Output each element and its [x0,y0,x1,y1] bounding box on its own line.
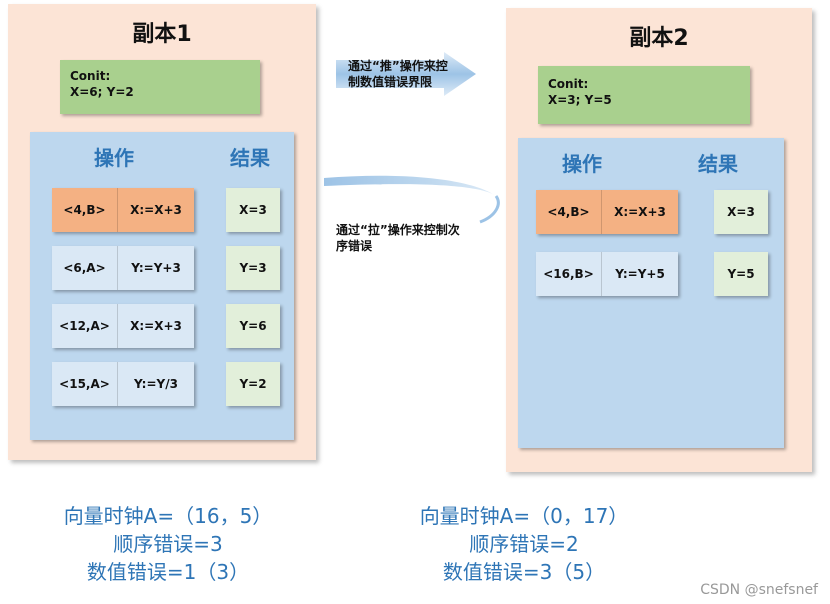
operation-expression: X:=X+3 [118,304,194,348]
operations-header: 操作 [562,152,602,176]
operation-row: <12,A> X:=X+3 [52,304,194,348]
operation-expression: X:=X+3 [602,190,678,234]
replica-1-box: 副本1 Conit: X=6; Y=2 操作 结果 <4,B> X:=X+3 X… [8,4,316,460]
operation-result: Y=3 [226,246,280,290]
pull-arrow [324,175,500,224]
order-error: 顺序错误=2 [469,532,579,556]
conit-label: Conit: [548,77,589,91]
vector-clock: 向量时钟A=（16，5） [63,504,273,528]
push-label-line-2: 制数值错误界限 [348,75,433,89]
operation-timestamp: <12,A> [52,304,118,348]
push-label-line-1: 通过“推”操作来控 [348,59,448,73]
replica-1-title: 副本1 [132,22,192,47]
operation-result: Y=5 [714,252,768,296]
operation-expression: Y:=Y+3 [118,246,194,290]
results-header: 结果 [230,146,270,170]
order-error: 顺序错误=3 [113,532,223,556]
numerical-error: 数值错误=3（5） [442,560,606,584]
operation-row: <4,B> X:=X+3 [52,188,194,232]
conit-label: Conit: [70,69,111,83]
pull-arrow-label: 通过“拉”操作来控制次 序错误 [336,222,460,254]
vector-clock: 向量时钟A=（0，17） [419,504,629,528]
operation-row: <15,A> Y:=Y/3 [52,362,194,406]
conit-values: X=6; Y=2 [70,85,134,99]
replica-2-box: 副本2 Conit: X=3; Y=5 操作 结果 <4,B> X:=X+3 X… [506,8,812,472]
results-header: 结果 [698,152,738,176]
operation-result: Y=6 [226,304,280,348]
pull-label-line-1: 通过“拉”操作来控制次 [336,223,460,237]
operation-timestamp: <16,B> [536,252,602,296]
operation-row: <16,B> Y:=Y+5 [536,252,678,296]
replica-1-conit: Conit: X=6; Y=2 [60,60,260,114]
operation-timestamp: <15,A> [52,362,118,406]
operation-result: Y=2 [226,362,280,406]
replica-2-summary: 向量时钟A=（0，17） 顺序错误=2 数值错误=3（5） [396,502,652,586]
operation-timestamp: <4,B> [52,188,118,232]
conit-values: X=3; Y=5 [548,93,612,107]
operation-result: X=3 [714,190,768,234]
replica-2-conit: Conit: X=3; Y=5 [538,66,750,124]
replica-1-summary: 向量时钟A=（16，5） 顺序错误=3 数值错误=1（3） [40,502,296,586]
operation-expression: Y:=Y/3 [118,362,194,406]
push-arrow [336,52,476,96]
operation-row: <4,B> X:=X+3 [536,190,678,234]
push-arrow-label: 通过“推”操作来控 制数值错误界限 [348,58,448,90]
operation-timestamp: <4,B> [536,190,602,234]
numerical-error: 数值错误=1（3） [86,560,250,584]
replica-2-title: 副本2 [629,26,689,51]
operation-expression: X:=X+3 [118,188,194,232]
operation-timestamp: <6,A> [52,246,118,290]
operation-row: <6,A> Y:=Y+3 [52,246,194,290]
operation-result: X=3 [226,188,280,232]
operations-header: 操作 [94,146,134,170]
replica-2-ops-panel: 操作 结果 <4,B> X:=X+3 X=3 <16,B> Y:=Y+5 Y=5 [518,138,784,448]
watermark: CSDN @snefsnef [700,582,818,598]
operation-expression: Y:=Y+5 [602,252,678,296]
pull-label-line-2: 序错误 [336,239,373,253]
replica-1-ops-panel: 操作 结果 <4,B> X:=X+3 X=3 <6,A> Y:=Y+3 Y=3 … [30,132,294,440]
